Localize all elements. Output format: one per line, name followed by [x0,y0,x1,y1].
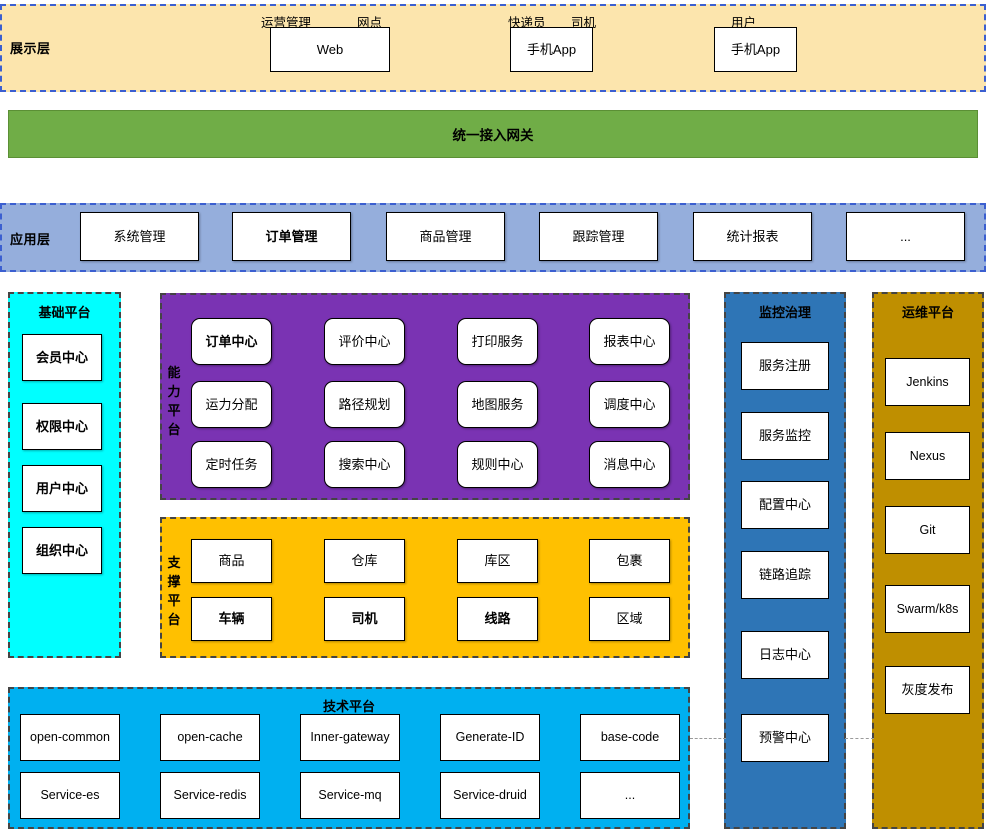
capability-item-scheduled-task[interactable]: 定时任务 [191,441,272,488]
devops-item-git[interactable]: Git [885,506,970,554]
tech-item-base-code[interactable]: base-code [580,714,680,761]
connector-monitor-to-devops [845,738,874,739]
basic-platform-item-member[interactable]: 会员中心 [22,334,102,381]
devops-item-swarm-k8s[interactable]: Swarm/k8s [885,585,970,633]
tech-item-service-druid[interactable]: Service-druid [440,772,540,819]
monitor-item-config-center[interactable]: 配置中心 [741,481,829,529]
tech-platform-title: 技术平台 [322,699,375,714]
app-module-system-management[interactable]: 系统管理 [80,212,199,261]
basic-platform-title: 基础平台 [38,305,91,320]
monitor-item-service-monitoring[interactable]: 服务监控 [741,412,829,460]
presentation-layer-label: 展示层 [10,41,51,56]
role-label-courier: 快递员 [508,16,546,30]
presentation-layer-band [0,4,986,92]
capability-item-rule-center[interactable]: 规则中心 [457,441,538,488]
capability-item-map-service[interactable]: 地图服务 [457,381,538,428]
client-web[interactable]: Web [270,27,390,72]
role-label-driver: 司机 [571,16,597,30]
support-item-driver[interactable]: 司机 [324,597,405,641]
basic-platform-item-organization[interactable]: 组织中心 [22,527,102,574]
support-item-product[interactable]: 商品 [191,539,272,583]
monitor-item-alert-center[interactable]: 预警中心 [741,714,829,762]
client-mobile-app-user[interactable]: 手机App [714,27,797,72]
capability-item-report-center[interactable]: 报表中心 [589,318,670,365]
basic-platform-item-user[interactable]: 用户中心 [22,465,102,512]
support-item-package[interactable]: 包裹 [589,539,670,583]
capability-item-route-planning[interactable]: 路径规划 [324,381,405,428]
capability-item-review-center[interactable]: 评价中心 [324,318,405,365]
unified-access-gateway[interactable]: 统一接入网关 [8,110,978,158]
tech-item-generate-id[interactable]: Generate-ID [440,714,540,761]
devops-item-gray-release[interactable]: 灰度发布 [885,666,970,714]
role-label-user: 用户 [731,16,757,30]
monitor-item-trace-tracking[interactable]: 链路追踪 [741,551,829,599]
devops-item-jenkins[interactable]: Jenkins [885,358,970,406]
capability-item-search-center[interactable]: 搜索中心 [324,441,405,488]
tech-item-open-cache[interactable]: open-cache [160,714,260,761]
basic-platform-item-permission[interactable]: 权限中心 [22,403,102,450]
monitor-item-log-center[interactable]: 日志中心 [741,631,829,679]
capability-item-print-service[interactable]: 打印服务 [457,318,538,365]
client-mobile-app-courier[interactable]: 手机App [510,27,593,72]
app-module-statistics-report[interactable]: 统计报表 [693,212,812,261]
app-module-order-management[interactable]: 订单管理 [232,212,351,261]
app-module-more[interactable]: ... [846,212,965,261]
support-item-storage-area[interactable]: 库区 [457,539,538,583]
capability-item-capacity-allocation[interactable]: 运力分配 [191,381,272,428]
support-item-region[interactable]: 区域 [589,597,670,641]
capability-platform-label: 能 力 平 台 [167,365,181,437]
capability-item-order-center[interactable]: 订单中心 [191,318,272,365]
app-module-product-management[interactable]: 商品管理 [386,212,505,261]
role-label-operations: 运营管理 [261,16,312,30]
tech-item-service-es[interactable]: Service-es [20,772,120,819]
capability-item-message-center[interactable]: 消息中心 [589,441,670,488]
monitor-item-service-registry[interactable]: 服务注册 [741,342,829,390]
connector-tech-to-monitor [690,738,726,739]
tech-item-service-redis[interactable]: Service-redis [160,772,260,819]
capability-item-dispatch-center[interactable]: 调度中心 [589,381,670,428]
tech-item-service-mq[interactable]: Service-mq [300,772,400,819]
application-layer-label: 应用层 [10,232,51,247]
support-item-warehouse[interactable]: 仓库 [324,539,405,583]
tech-item-inner-gateway[interactable]: Inner-gateway [300,714,400,761]
tech-item-open-common[interactable]: open-common [20,714,120,761]
devops-platform-title: 运维平台 [901,305,954,320]
support-platform-label: 支 撑 平 台 [167,555,181,627]
role-label-branch: 网点 [357,16,383,30]
support-item-vehicle[interactable]: 车辆 [191,597,272,641]
devops-item-nexus[interactable]: Nexus [885,432,970,480]
app-module-tracking-management[interactable]: 跟踪管理 [539,212,658,261]
tech-item-more[interactable]: ... [580,772,680,819]
support-item-line[interactable]: 线路 [457,597,538,641]
monitor-platform-title: 监控治理 [758,305,811,320]
